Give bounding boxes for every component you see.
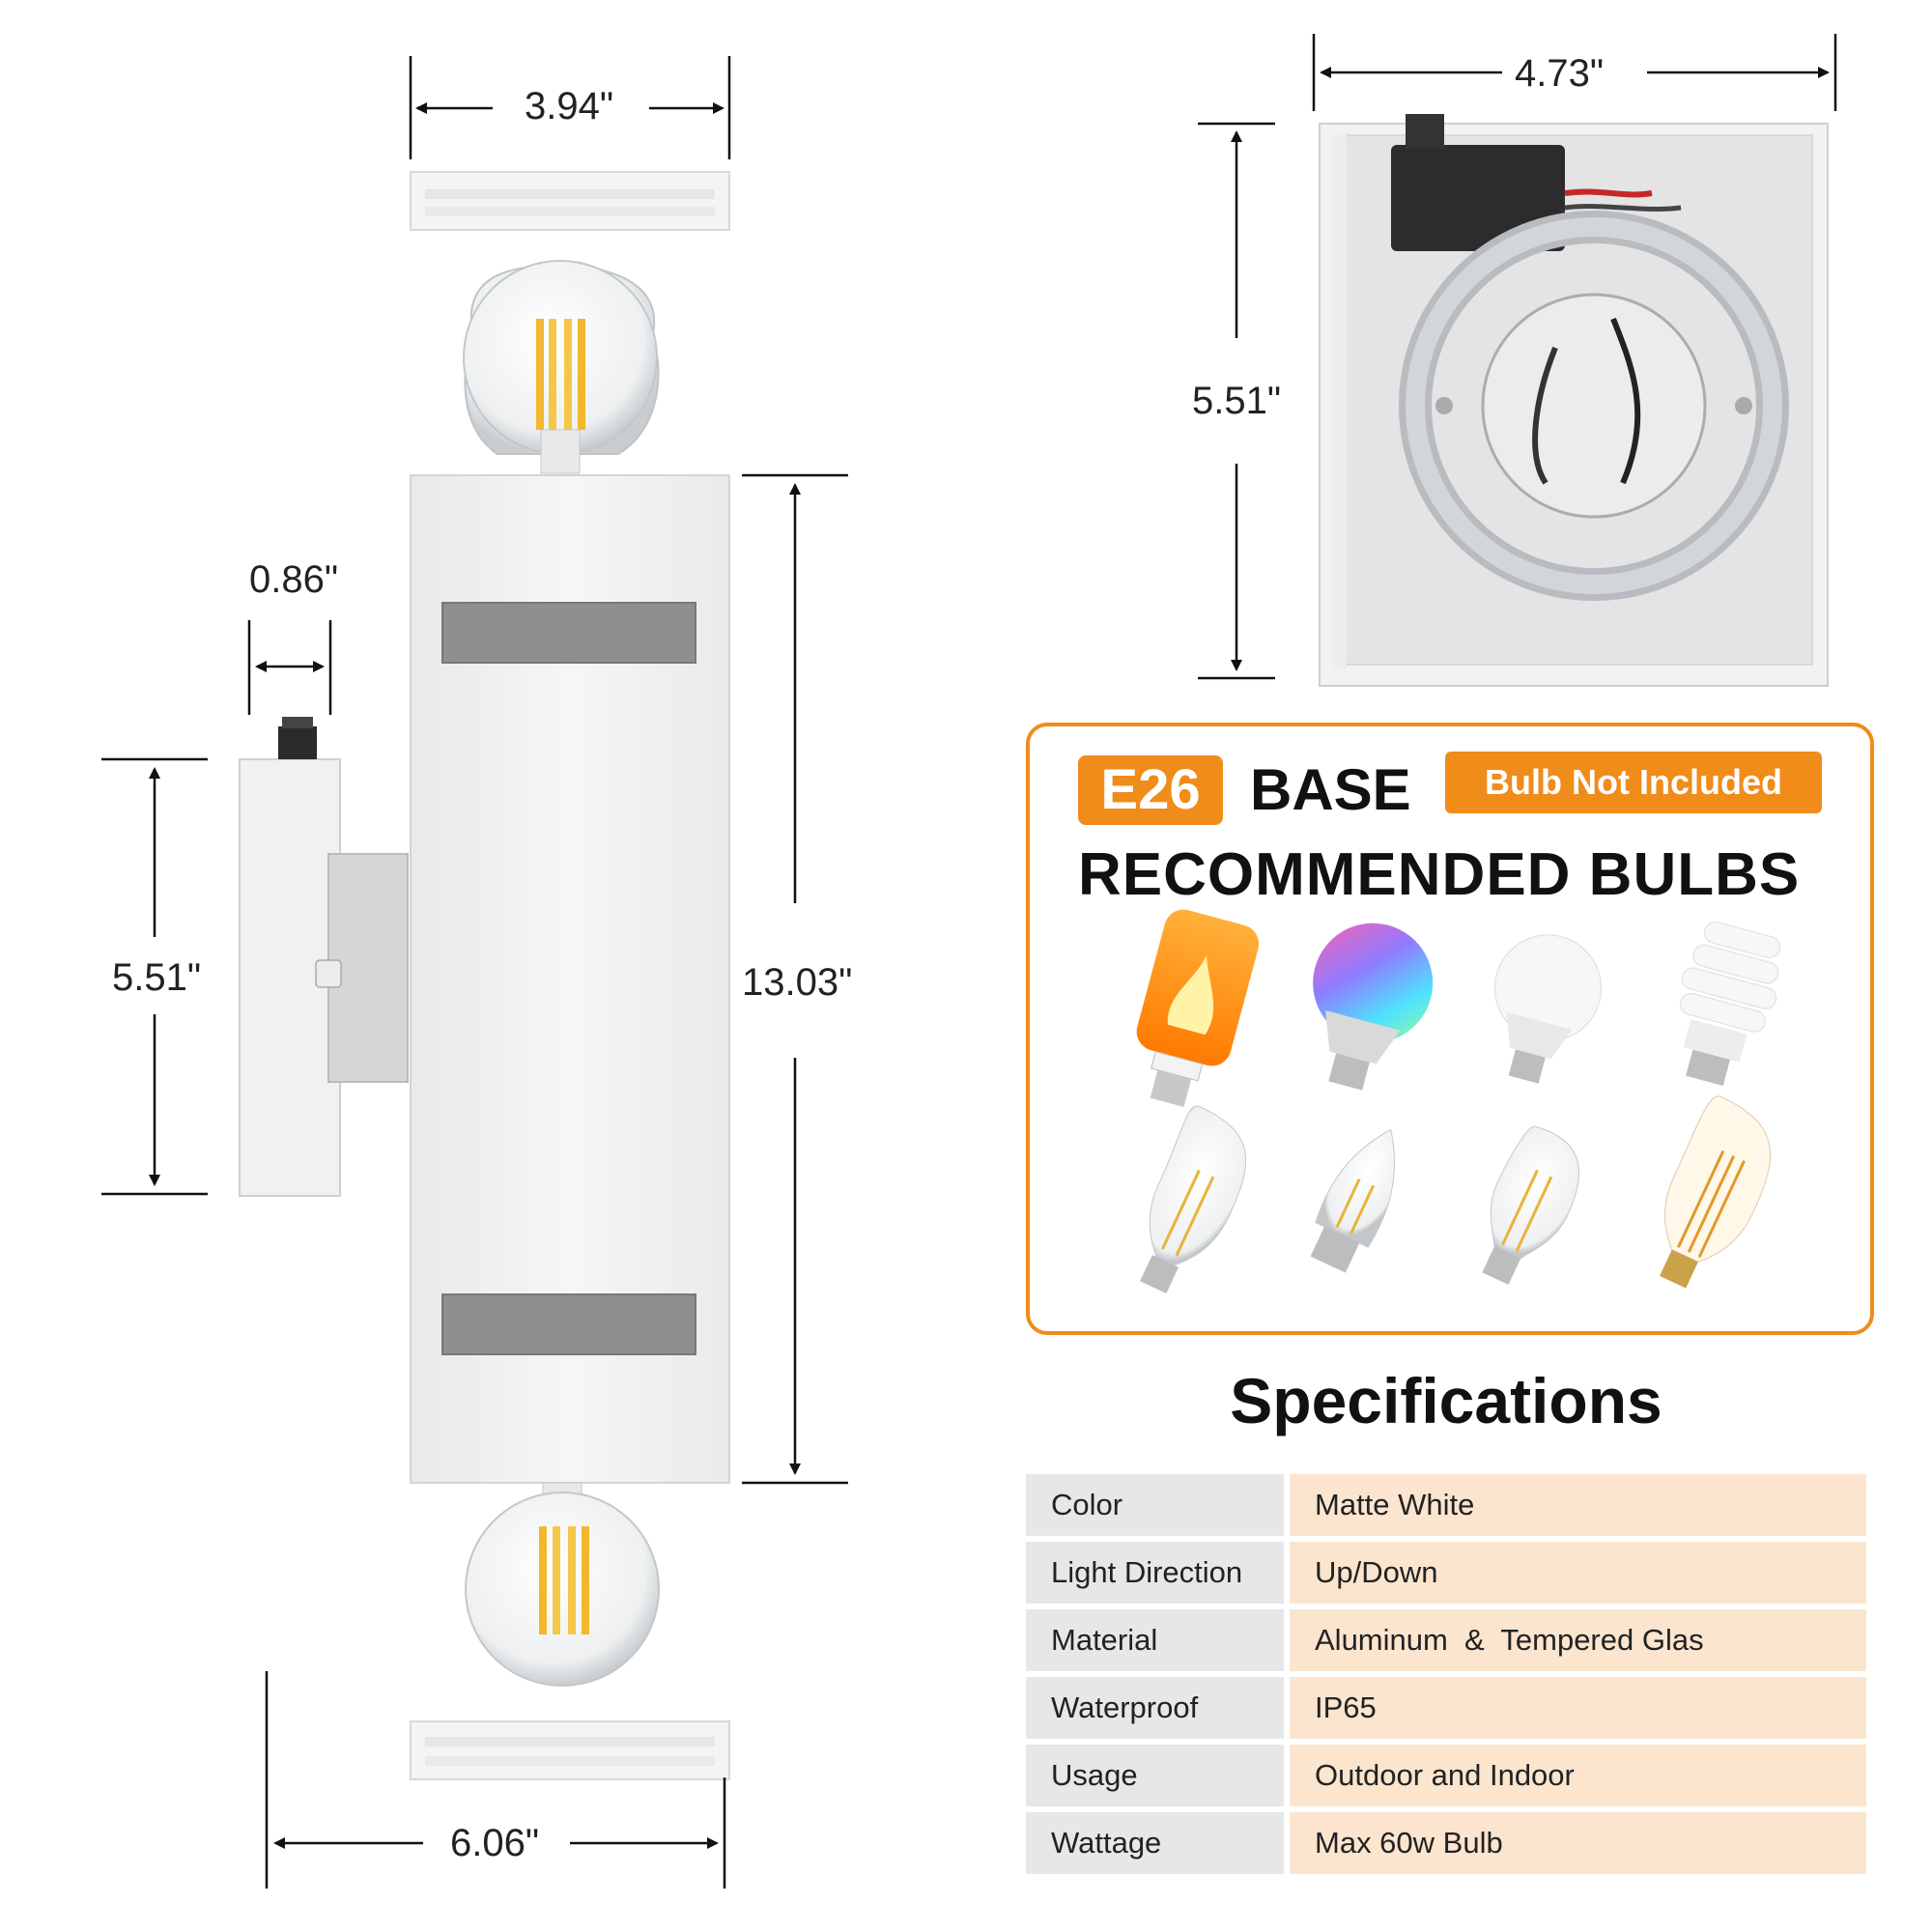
spec-key: Light Direction <box>1026 1542 1290 1604</box>
dimension-body-height: 13.03" <box>734 961 861 1005</box>
dimension-top-width: 3.94" <box>517 85 622 128</box>
table-row: Light Direction Up/Down <box>1026 1542 1866 1604</box>
table-row: Color Matte White <box>1026 1474 1866 1536</box>
spec-value: Aluminum & Tempered Glas <box>1290 1609 1866 1671</box>
bulb-grid <box>1136 909 1781 1293</box>
spec-value: Up/Down <box>1290 1542 1866 1604</box>
spec-key: Material <box>1026 1609 1290 1671</box>
base-label: BASE <box>1250 757 1411 822</box>
dimension-backplate-height: 5.51" <box>104 956 210 1000</box>
dimension-overall-width: 6.06" <box>442 1822 548 1865</box>
table-row: Usage Outdoor and Indoor <box>1026 1745 1866 1806</box>
table-row: Material Aluminum & Tempered Glas <box>1026 1609 1866 1671</box>
dimension-depth: 0.86" <box>242 558 347 602</box>
spec-value: Outdoor and Indoor <box>1290 1745 1866 1806</box>
rgb-bulb-icon <box>1313 923 1434 1091</box>
spec-key: Color <box>1026 1474 1290 1536</box>
spec-value: Matte White <box>1290 1474 1866 1536</box>
cfl-spiral-bulb-icon <box>1679 921 1781 1086</box>
mounting-box <box>1319 114 1829 687</box>
base-code-badge: E26 <box>1078 755 1223 825</box>
bulb-not-included-badge: Bulb Not Included <box>1445 752 1822 813</box>
specifications-title: Specifications <box>1230 1365 1662 1436</box>
st64-edison-bulb-icon <box>1140 1105 1247 1293</box>
amber-st64-edison-bulb-icon <box>1660 1095 1771 1289</box>
dimension-box-height: 5.51" <box>1184 380 1290 423</box>
table-row: Waterproof IP65 <box>1026 1677 1866 1739</box>
recommended-bulbs-panel: E26 BASE Bulb Not Included RECOMMENDED B… <box>1026 723 1874 1335</box>
bottom-bulb-icon <box>465 1482 660 1687</box>
spec-key: Usage <box>1026 1745 1290 1806</box>
product-dimension-drawing <box>101 56 848 1889</box>
recommended-bulbs-heading: RECOMMENDED BULBS <box>1078 841 1801 908</box>
fixture-body <box>410 474 730 1484</box>
spec-value: IP65 <box>1290 1677 1866 1739</box>
flame-bulb-icon <box>1136 909 1260 1107</box>
side-view-backplate <box>239 717 409 1197</box>
table-row: Wattage Max 60w Bulb <box>1026 1812 1866 1874</box>
spec-key: Wattage <box>1026 1812 1290 1874</box>
back-box-drawing <box>1198 34 1837 687</box>
st58-edison-bulb-icon <box>1482 1125 1580 1285</box>
dimension-box-width: 4.73" <box>1507 52 1612 96</box>
spec-key: Waterproof <box>1026 1677 1290 1739</box>
spec-value: Max 60w Bulb <box>1290 1812 1866 1874</box>
top-glass-cap <box>410 171 730 231</box>
top-bulb-icon <box>463 260 660 474</box>
led-bulb-icon <box>1493 934 1602 1084</box>
bottom-glass-cap <box>410 1720 730 1780</box>
candle-flame-tip-bulb-icon <box>1310 1128 1395 1273</box>
specifications-table: Color Matte White Light Direction Up/Dow… <box>1026 1468 1866 1880</box>
